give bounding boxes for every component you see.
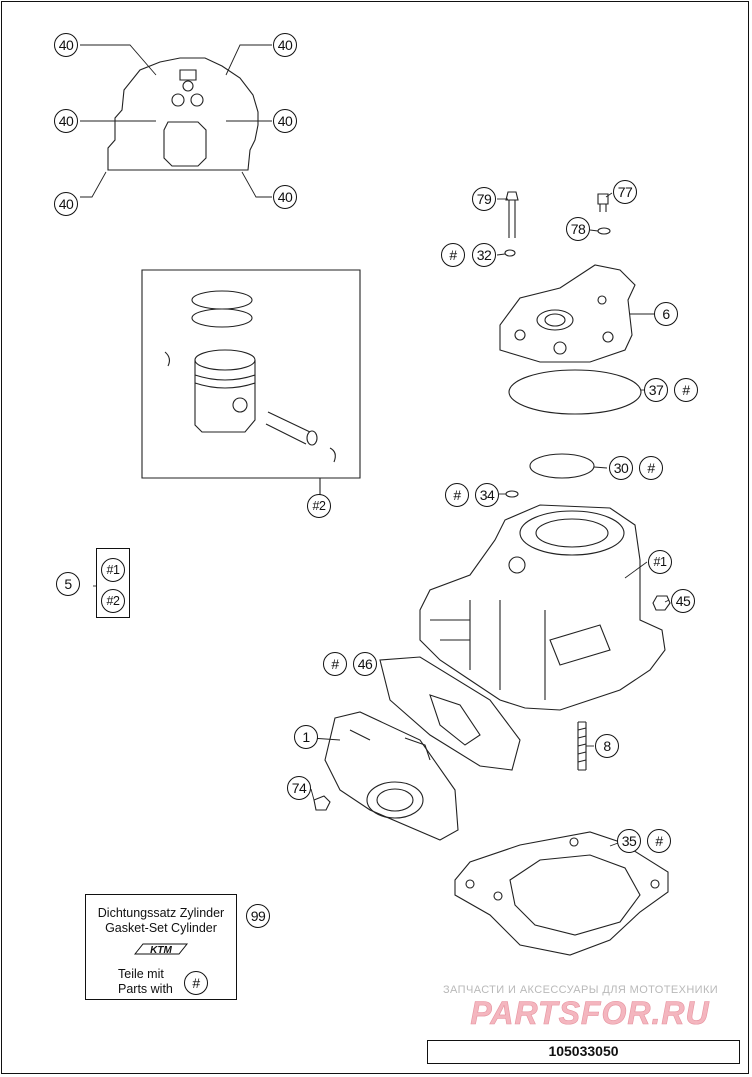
kit-hash-callout: #: [184, 971, 208, 995]
nut-45: [652, 595, 671, 611]
callout-78: 78: [566, 217, 590, 241]
callout-46: 46: [353, 652, 377, 676]
washer-32: [504, 249, 516, 257]
callout-37: 37: [644, 378, 668, 402]
callout-74: 74: [287, 776, 311, 800]
callout-cylinder-set: #1: [648, 550, 672, 574]
callout-8: 8: [595, 734, 619, 758]
piston-kit-box: [141, 269, 361, 495]
cylinder-body-part: [419, 504, 666, 711]
callout-hash: #: [441, 243, 465, 267]
callout-77: 77: [613, 180, 637, 204]
callout-32: 32: [472, 243, 496, 267]
callout-hash: #: [647, 829, 671, 853]
callout-40: 40: [273, 33, 297, 57]
watermark-brand-text: PARTSFOR.RU: [470, 996, 709, 1030]
callout-79: 79: [472, 187, 496, 211]
cylinder-head-part: [499, 264, 636, 363]
callout-5-set-box: [96, 548, 130, 618]
bolt-79: [505, 191, 519, 238]
callout-hash: #: [639, 456, 663, 480]
washer-78: [597, 227, 611, 235]
callout-30: 30: [609, 456, 633, 480]
ktm-logo: KTM: [133, 943, 189, 956]
callout-6: 6: [654, 302, 678, 326]
nut-74: [313, 795, 331, 811]
o-ring-30: [529, 453, 595, 479]
watermark-brand-logo: PARTSFOR.RU: [470, 996, 709, 1030]
callout-piston-set: #2: [307, 494, 331, 518]
ktm-logo-text: KTM: [150, 945, 172, 956]
cylinder-base-gasket-35: [454, 831, 669, 956]
bolt-77: [597, 193, 609, 212]
callout-99: 99: [246, 904, 270, 928]
callout-5: 5: [56, 572, 80, 596]
o-ring-34: [505, 490, 519, 498]
callout-40: 40: [273, 109, 297, 133]
callout-40: 40: [273, 185, 297, 209]
kit-parts-label-de: Teile mit: [118, 967, 164, 981]
watermark-caption: ЗАПЧАСТИ И АКСЕССУАРЫ ДЛЯ МОТОТЕХНИКИ: [443, 984, 719, 996]
kit-title-de: Dichtungssatz Zylinder: [97, 906, 225, 920]
intake-gasket-46: [379, 656, 521, 771]
callout-35: 35: [617, 829, 641, 853]
intake-flange-part-1: [324, 711, 459, 841]
kit-title-en: Gasket-Set Cylinder: [105, 921, 217, 935]
callout-1: 1: [294, 725, 318, 749]
callout-34: 34: [475, 483, 499, 507]
callout-set-1: #1: [101, 558, 125, 582]
callout-hash: #: [674, 378, 698, 402]
gasket-kit-box: Dichtungssatz Zylinder Gasket-Set Cylind…: [85, 894, 237, 1000]
callout-40: 40: [54, 192, 78, 216]
kit-parts-label-en: Parts with: [118, 982, 173, 996]
exhaust-flange-gasket-part: [107, 57, 259, 171]
callout-40: 40: [54, 109, 78, 133]
callout-40: 40: [54, 33, 78, 57]
stud-8: [577, 721, 587, 771]
callout-hash: #: [445, 483, 469, 507]
callout-set-2: #2: [101, 589, 125, 613]
head-o-ring-37: [508, 369, 642, 415]
document-number: 105033050: [427, 1040, 740, 1064]
callout-hash: #: [323, 652, 347, 676]
leader-lines-40: [80, 44, 272, 198]
callout-45: 45: [671, 589, 695, 613]
